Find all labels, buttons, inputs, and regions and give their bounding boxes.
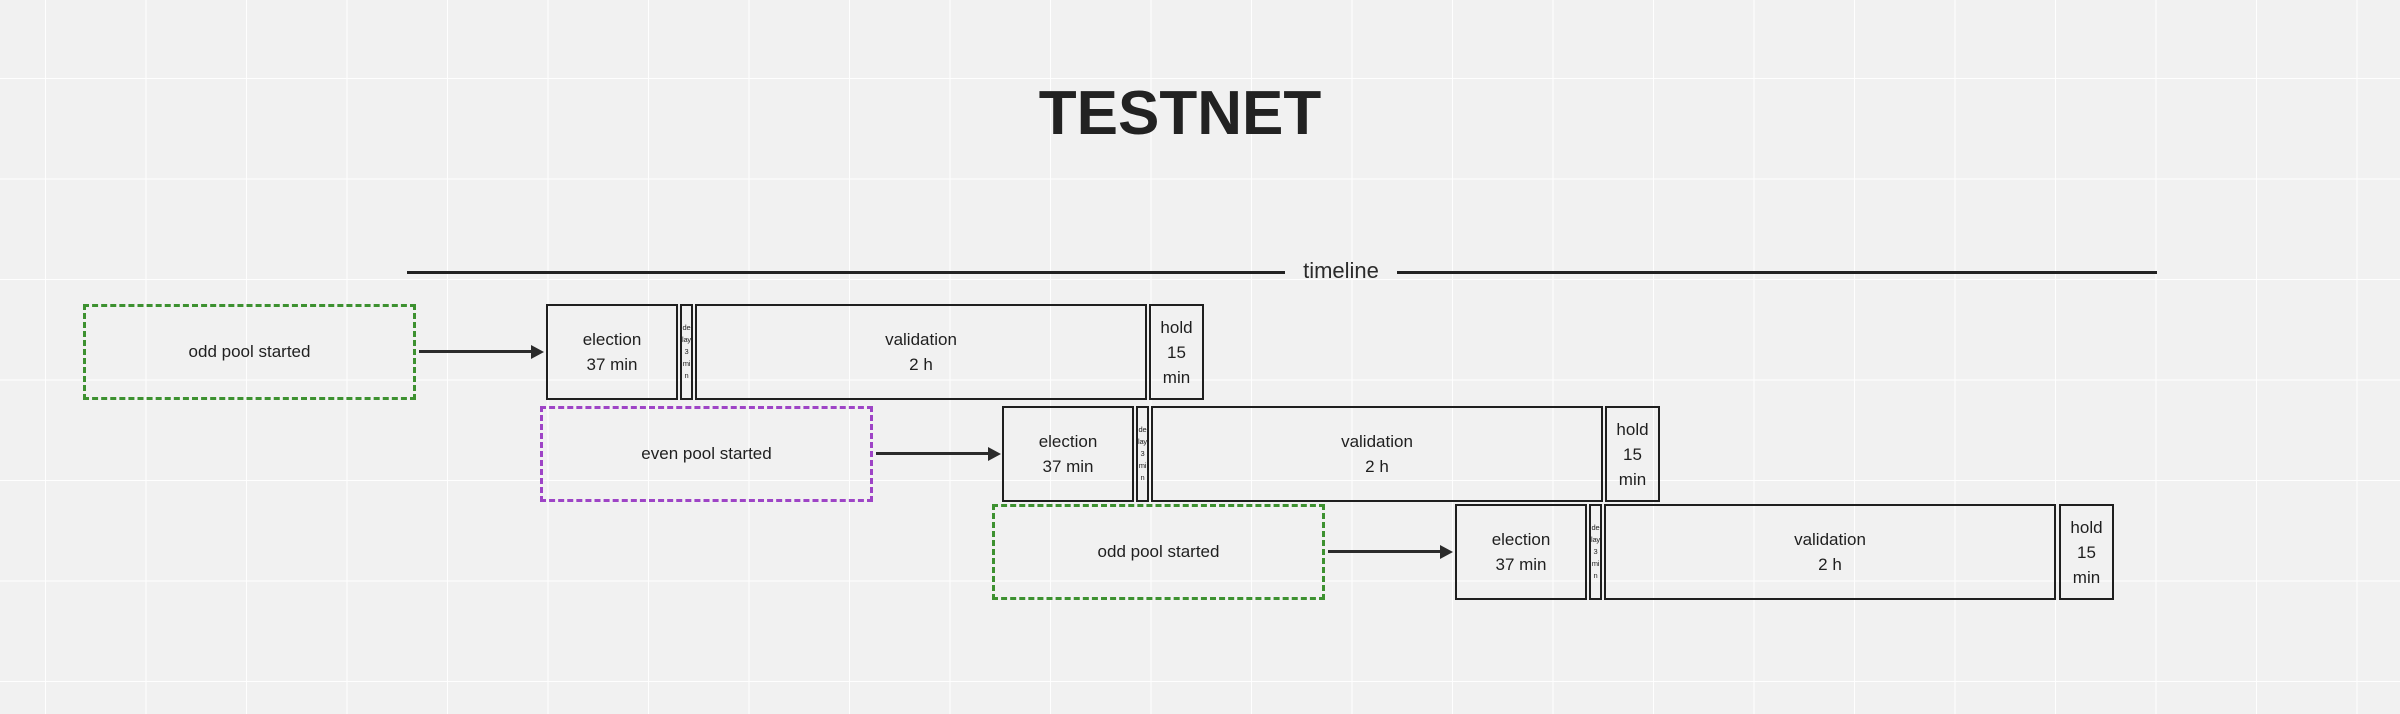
flow-arrow <box>1328 544 1453 559</box>
phase-box-hold: hold 15 min <box>1149 304 1204 400</box>
timeline-line-left <box>407 271 1285 274</box>
phase-box-validation: validation 2 h <box>695 304 1147 400</box>
phase-box-validation: validation 2 h <box>1604 504 2056 600</box>
diagram-title: TESTNET <box>1038 79 1322 148</box>
phase-duration: 3 min <box>1138 449 1147 482</box>
phase-duration: 3 min <box>682 347 691 380</box>
phase-duration: 37 min <box>586 355 638 374</box>
phase-name: election <box>582 330 642 349</box>
phase-duration: 2 h <box>909 355 933 374</box>
phase-box-delay: delay 3 min <box>680 304 693 400</box>
phase-duration: 2 h <box>1818 555 1842 574</box>
phase-name: validation <box>885 330 957 349</box>
arrowhead-icon <box>1440 544 1453 559</box>
phase-duration: 3 min <box>1591 547 1600 580</box>
phase-name: hold <box>2070 517 2103 537</box>
phase-name: delay <box>1138 425 1147 446</box>
phase-name: election <box>1038 432 1098 451</box>
phase-name: election <box>1491 530 1551 549</box>
phase-box-hold: hold 15 min <box>1605 406 1660 502</box>
phase-name: validation <box>1341 432 1413 451</box>
pool-trigger-label: even pool started <box>641 444 772 463</box>
pool-trigger-box-odd-1: odd pool started <box>83 304 416 400</box>
phase-name: hold <box>1160 317 1193 337</box>
phase-name: delay <box>1591 523 1600 544</box>
phase-box-election: election 37 min <box>1002 406 1134 502</box>
pool-trigger-box-odd-2: odd pool started <box>992 504 1325 600</box>
pool-trigger-label: odd pool started <box>188 342 311 361</box>
flow-arrow <box>876 446 1001 461</box>
phase-box-election: election 37 min <box>1455 504 1587 600</box>
timeline-label: timeline <box>1303 258 1379 283</box>
phase-name: hold <box>1616 419 1649 439</box>
phase-name: delay <box>682 323 691 344</box>
phase-box-delay: delay 3 min <box>1589 504 1602 600</box>
phase-duration: 15 min <box>1618 444 1647 489</box>
phase-duration: 2 h <box>1365 457 1389 476</box>
timeline-line-right <box>1397 271 2157 274</box>
phase-box-validation: validation 2 h <box>1151 406 1603 502</box>
phase-duration: 37 min <box>1495 555 1547 574</box>
phase-box-election: election 37 min <box>546 304 678 400</box>
phase-duration: 37 min <box>1042 457 1094 476</box>
phase-duration: 15 min <box>1162 342 1191 387</box>
flow-arrow <box>419 344 544 359</box>
phase-box-hold: hold 15 min <box>2059 504 2114 600</box>
phase-duration: 15 min <box>2072 542 2101 587</box>
pool-trigger-label: odd pool started <box>1097 542 1220 561</box>
pool-trigger-box-even: even pool started <box>540 406 873 502</box>
arrowhead-icon <box>531 344 544 359</box>
phase-box-delay: delay 3 min <box>1136 406 1149 502</box>
phase-name: validation <box>1794 530 1866 549</box>
arrowhead-icon <box>988 446 1001 461</box>
